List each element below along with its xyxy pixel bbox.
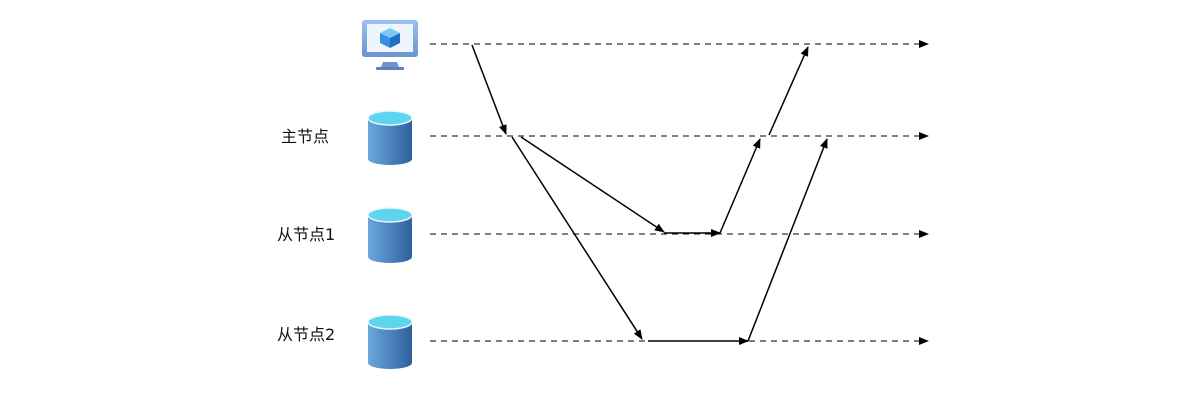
message-client-to-master	[471, 44, 507, 135]
message-master-to-slave2	[511, 136, 643, 340]
database-icon	[367, 207, 413, 263]
database-icon	[367, 314, 413, 369]
message-master-to-slave1	[520, 136, 665, 233]
node-label-master: 主节点	[281, 127, 330, 146]
node-label-slave2: 从节点2	[277, 325, 336, 344]
message-slave1-to-master	[719, 138, 761, 234]
message-slave2-to-master	[747, 138, 828, 342]
node-label-slave1: 从节点1	[277, 225, 336, 244]
message-master-to-client	[768, 46, 809, 136]
monitor-icon	[362, 20, 418, 70]
database-icon	[367, 110, 413, 165]
